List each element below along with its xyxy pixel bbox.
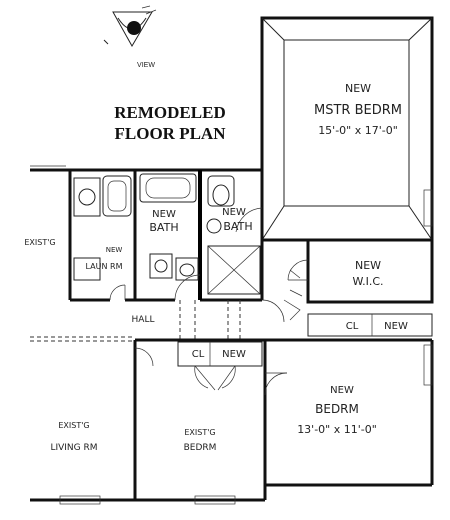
view-eye-icon [103,5,157,48]
laundry-fixtures [73,175,173,301]
wic-closet [287,238,434,337]
bath-right-line1: NEW [222,207,246,218]
view-label: VIEW [137,62,155,69]
upper-wing-walls [30,165,264,302]
cl-center-b: NEW [222,349,246,360]
laundry-line2: LAUN RM [86,262,123,271]
existing-left-label: EXIST'G [24,238,55,247]
bath-right-line2: BATH [223,220,252,233]
wic-line2: W.I.C. [352,275,383,288]
bath-left-fixtures [139,173,201,301]
title-line1: REMODELED [114,103,225,122]
bedrm-new-line2: BEDRM [315,402,359,416]
master-line2: MSTR BEDRM [314,103,402,118]
laundry-line1: NEW [106,246,123,254]
cl-right-a: CL [346,321,359,332]
bedrm-exist-line1: EXIST'G [184,428,215,437]
bedrm-exist-line2: BEDRM [184,443,217,453]
wic-line1: NEW [355,259,381,272]
cl-center-a: CL [192,349,205,360]
bath-left-line1: NEW [152,209,176,220]
bath-right-fixtures [206,175,263,295]
bath-left-line2: BATH [149,221,178,234]
bedrm-new-line1: NEW [330,385,354,396]
bedrm-new-dims: 13'-0" x 11'-0" [297,423,377,436]
lower-wing-walls [30,338,434,505]
master-dims: 15'-0" x 17'-0" [318,124,398,137]
cl-right-b: NEW [384,321,408,332]
living-line2: LIVING RM [50,443,97,453]
hall-openings [30,299,301,342]
hall-label: HALL [132,315,155,325]
center-closet [177,341,263,391]
living-line1: EXIST'G [58,421,89,430]
title-line2: FLOOR PLAN [115,124,227,143]
master-line1: NEW [345,82,371,95]
